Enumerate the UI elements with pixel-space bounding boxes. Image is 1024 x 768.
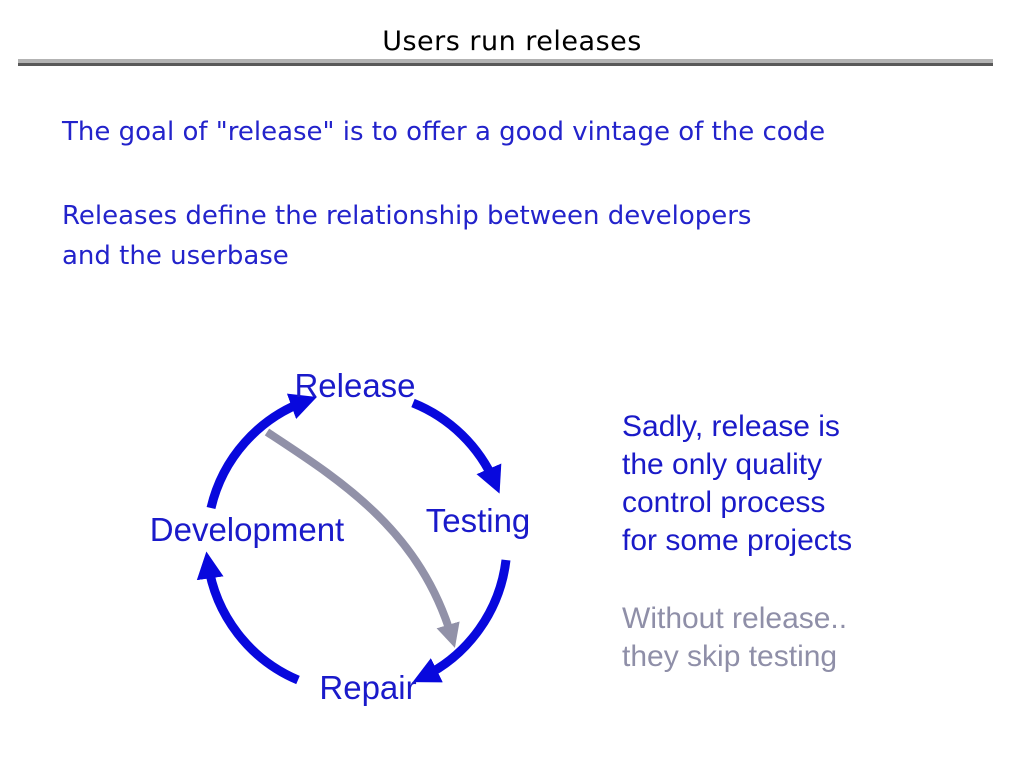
title-divider-rule [18,59,993,66]
cycle-arc-testing-to-repair [412,559,511,683]
slide-title: Users run releases [382,26,642,57]
cycle-arc-development-to-release [206,393,317,510]
note-quality-control: Sadly, release is the only quality contr… [622,410,853,557]
note-skip-testing: Without release.. they skip testing [622,602,848,673]
paragraph-releases-define: Releases define the relationship between… [62,201,752,271]
cycle-node-development: Development [149,511,345,548]
paragraph-goal: The goal of "release" is to offer a good… [62,117,826,147]
cycle-node-testing: Testing [425,502,531,539]
cycle-arc-release-to-testing [411,398,502,494]
cycle-node-repair: Repair [319,669,417,706]
cycle-arc-repair-to-development [196,551,300,685]
cycle-node-release: Release [294,367,416,404]
